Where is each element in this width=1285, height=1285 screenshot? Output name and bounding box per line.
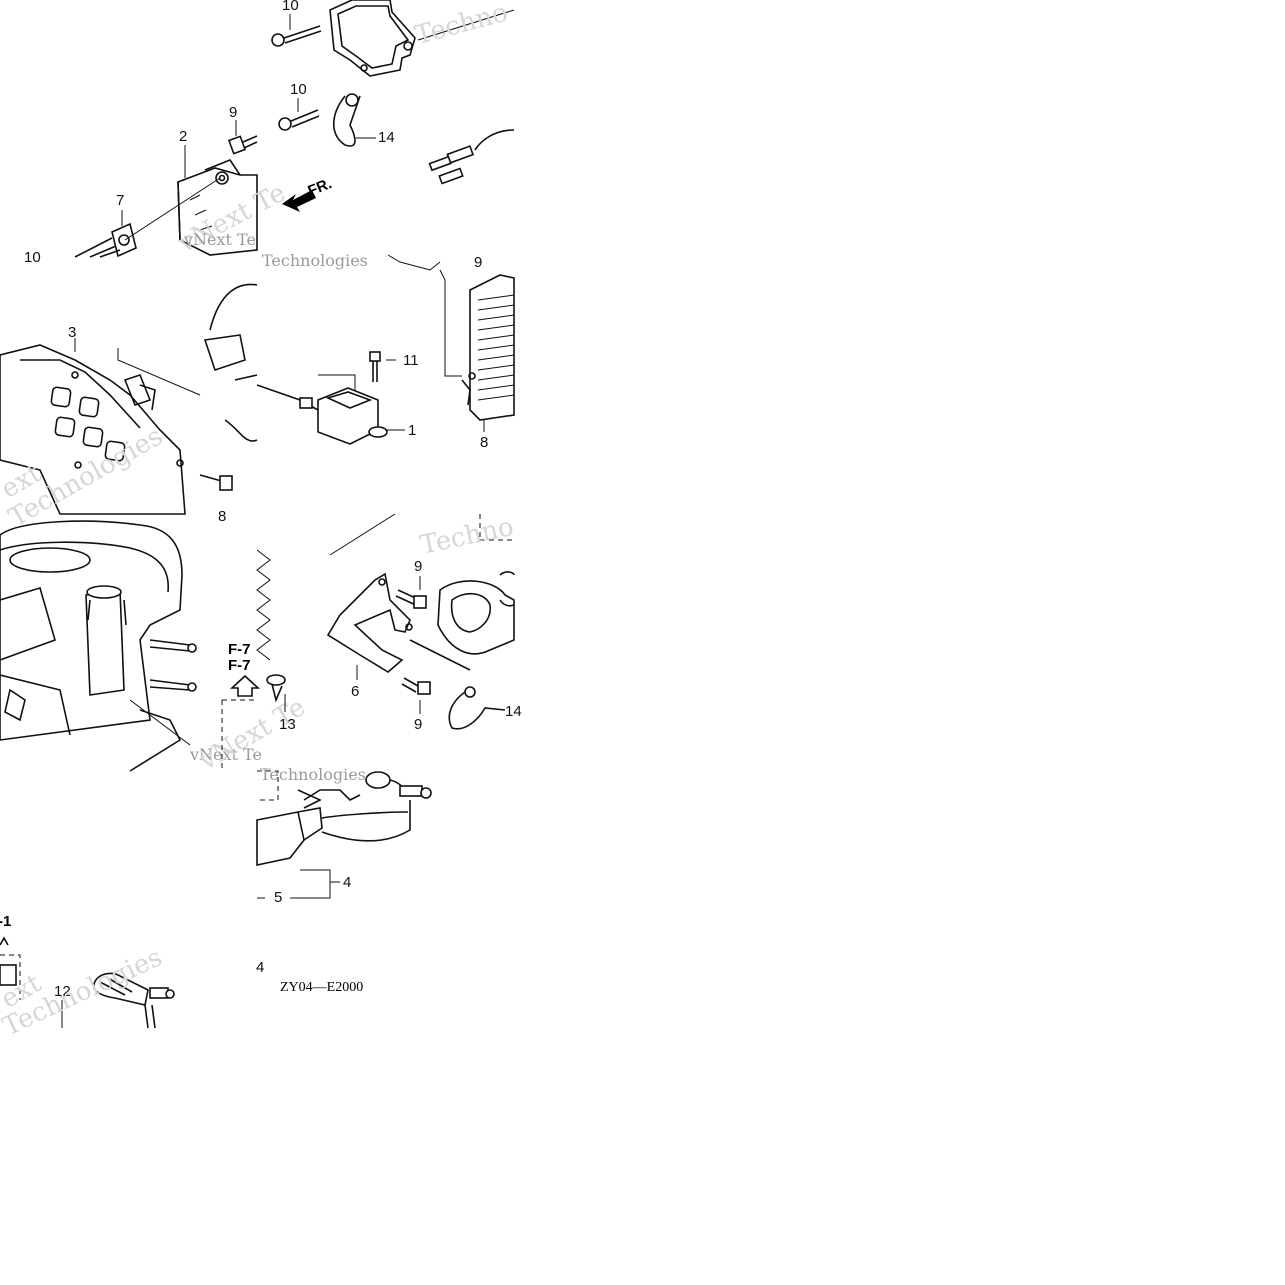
part-1-module [256, 384, 388, 445]
tile-heatsink-strip: F-7 F-7 13 [221, 549, 296, 801]
watermark-text: vNext Te [189, 745, 262, 764]
callout-label: 6 [351, 683, 359, 700]
figure-ref: F-7 [228, 657, 251, 674]
coil-housing [437, 571, 515, 655]
watermark-text: Technologies [262, 251, 368, 270]
callout-label: 1 [408, 422, 416, 439]
tile-bracket-clips: FR. Techno 10 10 14 [271, 0, 515, 212]
tile-bracket6-coil: Techno 9 6 9 14 [326, 512, 522, 733]
watermark-text: Techno [412, 0, 511, 51]
callout-label: 4 [343, 874, 351, 891]
part-12-cap [92, 972, 175, 1029]
arrow-icon [282, 190, 316, 212]
page-marker: 4 [256, 959, 264, 976]
part-7-grommet [74, 222, 137, 258]
watermark-text: Technologies [260, 765, 366, 784]
callout-label: 9 [414, 716, 422, 733]
tile-bracket-part2: vNext Te vNext Te 9 2 7 10 [24, 104, 291, 266]
callout-label: 9 [474, 254, 482, 271]
part-6-bracket [326, 572, 413, 673]
part-8-regulator [461, 274, 515, 421]
part-9-bolt-bottom [401, 677, 431, 695]
connector-lead [428, 129, 515, 185]
callout-label: 11 [403, 352, 419, 369]
watermark-text: vNext Te [183, 230, 256, 249]
callout-label: 12 [54, 983, 71, 1000]
studs [149, 639, 197, 692]
part-10-bolt-upper [271, 25, 322, 47]
part-2-housing [177, 159, 258, 256]
callout-label: 13 [279, 716, 296, 733]
callout-label: 10 [24, 249, 41, 266]
spark-plug-boot [85, 585, 127, 696]
drawing-code: ZY04—E2000 [280, 980, 363, 995]
figure-ref: -1 [0, 913, 11, 930]
callout-label: 14 [378, 129, 395, 146]
callout-label: 8 [218, 508, 226, 525]
watermark-text: Techno [418, 512, 517, 561]
engine-edge [203, 283, 258, 442]
tile-module-regulator: Technologies 9 11 1 8 [256, 251, 515, 451]
part-11-screw [369, 351, 381, 382]
callout-label: 2 [179, 128, 187, 145]
callout-label: 9 [229, 104, 237, 121]
mount-bracket [329, 0, 416, 77]
part-14-clip [409, 639, 506, 730]
callout-label: 10 [282, 0, 299, 14]
callout-label: 10 [290, 81, 307, 98]
callout-label: 8 [480, 434, 488, 451]
tile-ignition-coils: Technologies 4 5 4 ZY04—E2000 [256, 765, 432, 995]
callout-label: 7 [116, 192, 124, 209]
callout-label: 5 [274, 889, 282, 906]
part-10-bolt-lower [278, 109, 320, 131]
callout-label: 3 [68, 324, 76, 341]
front-indicator: FR. [306, 175, 335, 200]
part-3-plate [0, 344, 186, 515]
figure-ref: F-7 [228, 641, 251, 658]
part-4-coil [256, 771, 432, 866]
part-8-bolt [199, 474, 233, 491]
part-13-screw [266, 674, 286, 703]
tile-engine-block: vNext Te vNext Te [0, 520, 311, 777]
callout-label: 9 [414, 558, 422, 575]
part-14-clip [332, 93, 361, 147]
part-9-bolt-top [395, 589, 427, 609]
part-9-bolt [227, 135, 258, 155]
tile-base-plate: Technologies 3 8 [0, 283, 258, 533]
callout-label: 14 [505, 703, 522, 720]
